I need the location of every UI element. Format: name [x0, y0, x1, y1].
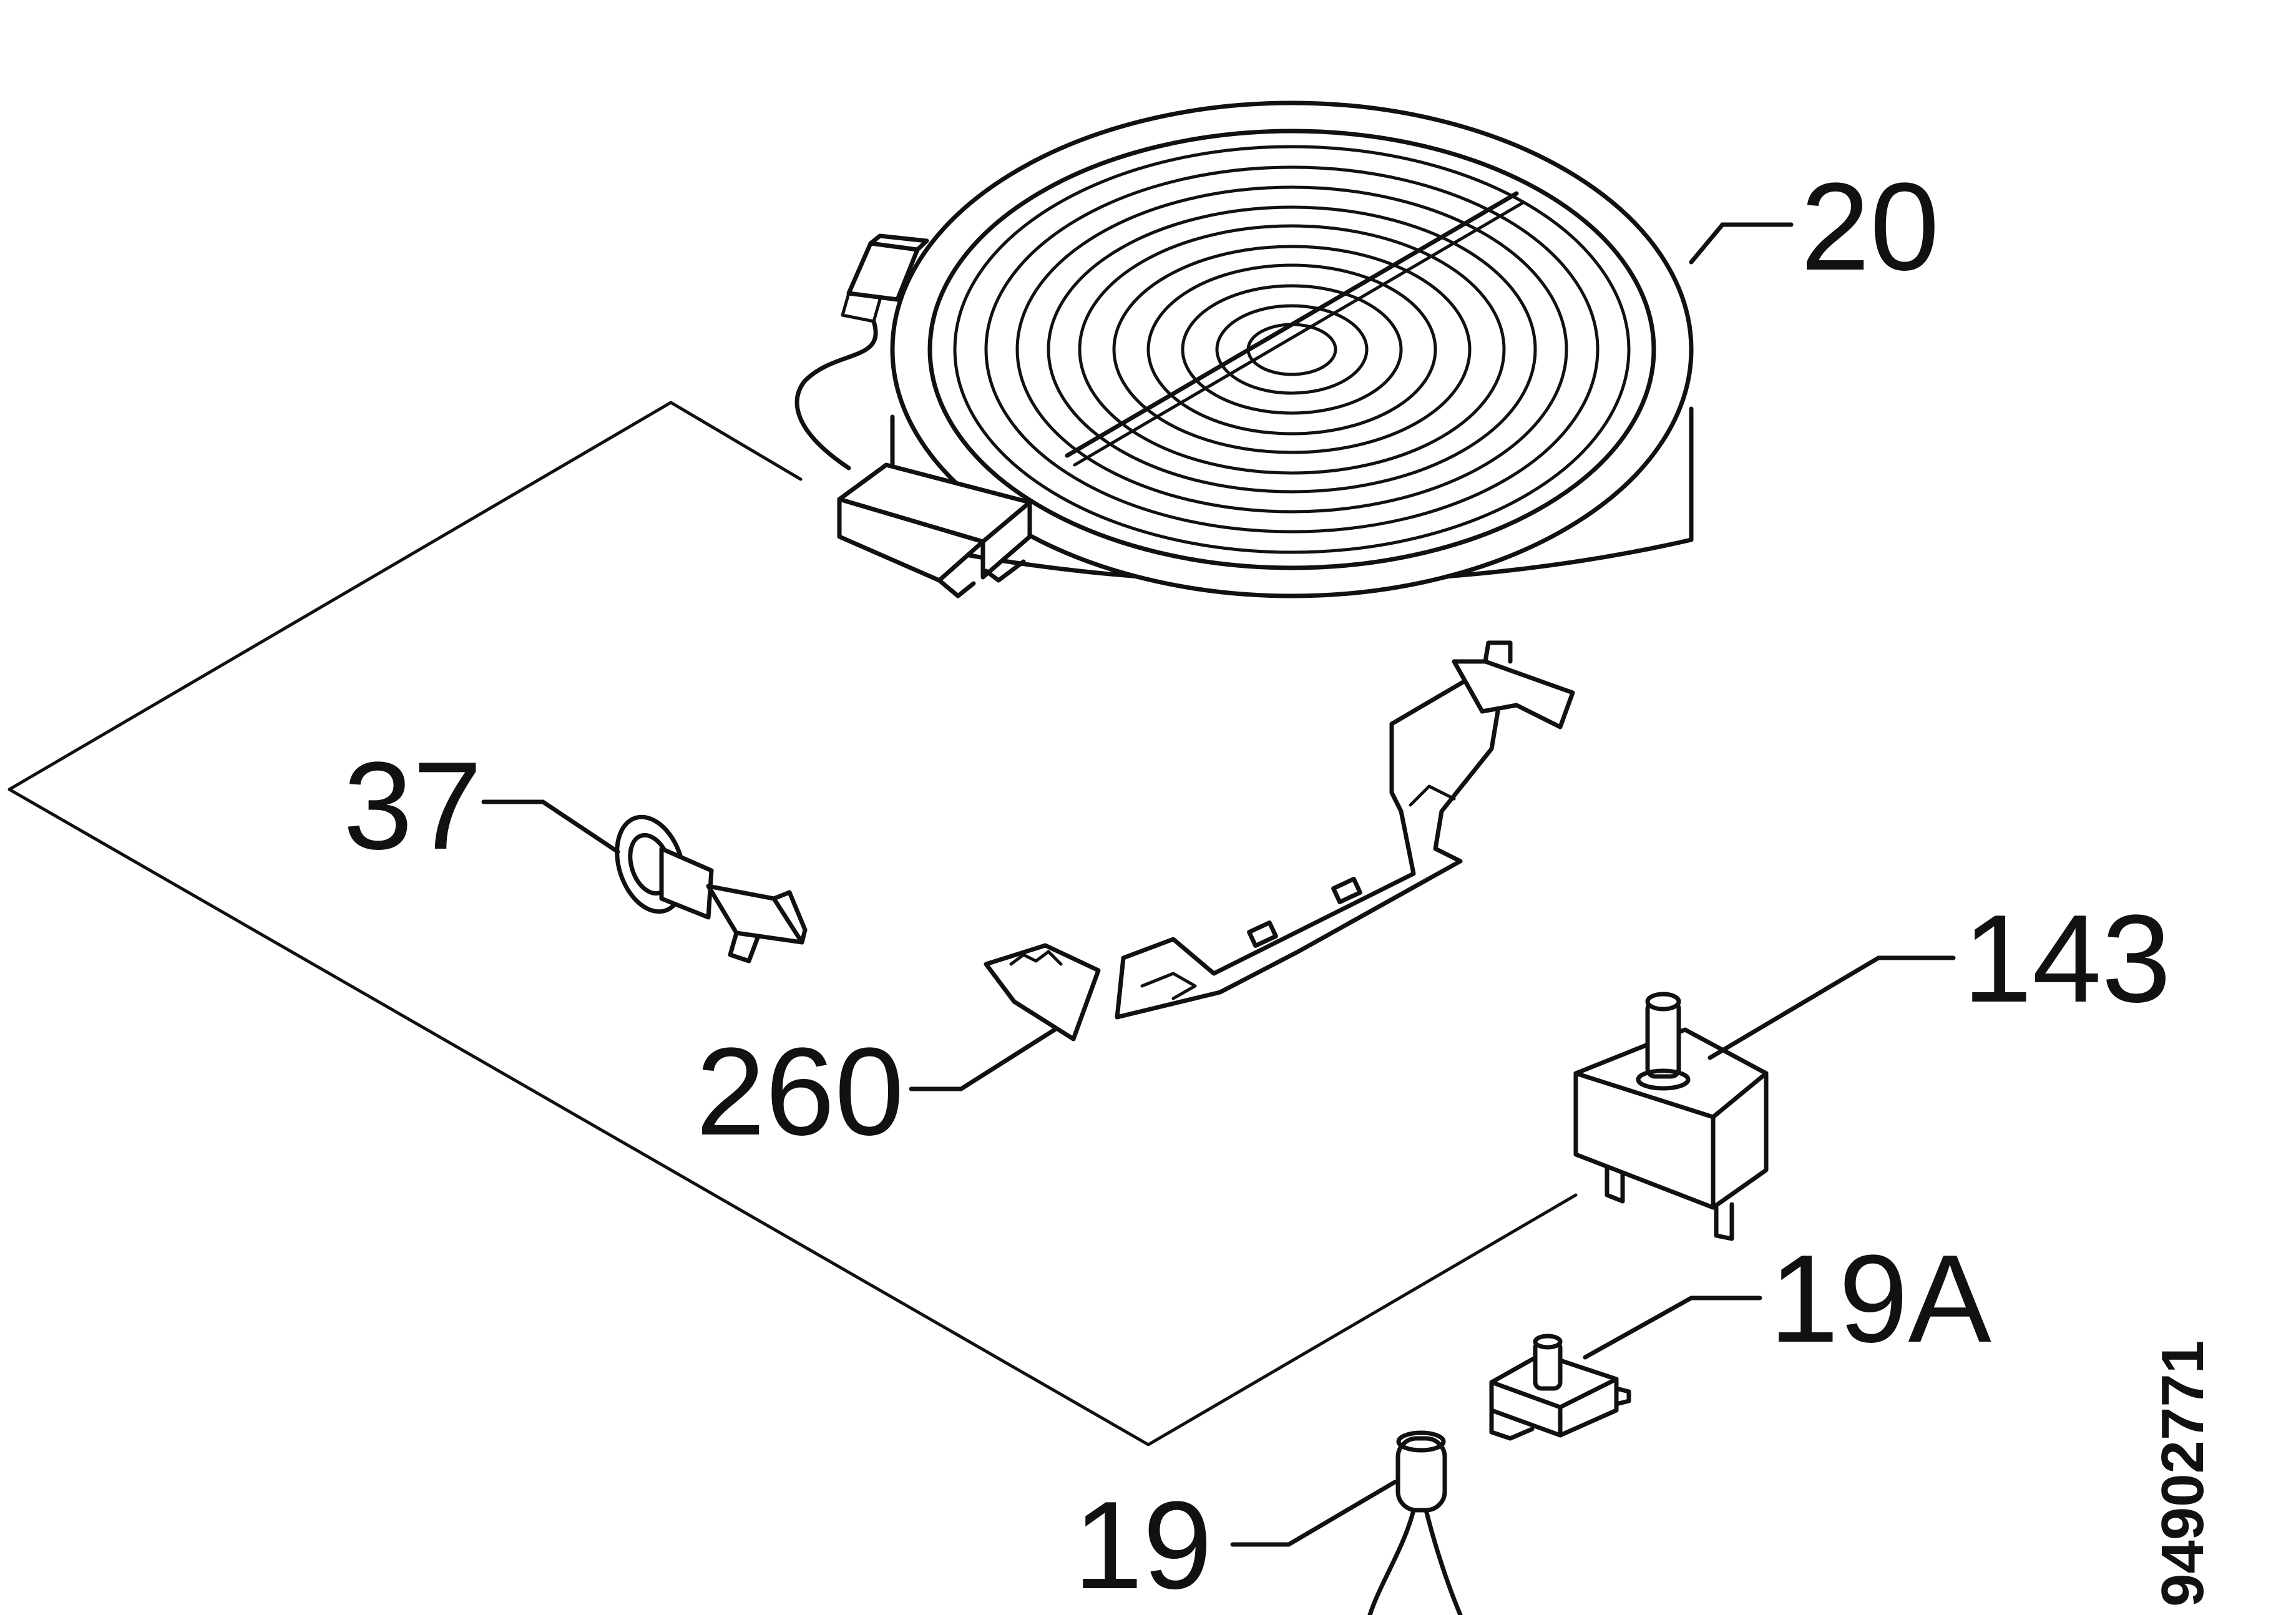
leader-143	[1707, 955, 1956, 1060]
limiter-rod	[1065, 191, 1525, 467]
mounting-plate-outline	[7, 401, 1578, 1447]
label-part-37: 37	[343, 736, 482, 876]
leader-37	[481, 799, 620, 854]
connector-block	[837, 462, 1032, 598]
label-part-20: 20	[1800, 157, 1939, 296]
part-143-switch	[1573, 992, 1769, 1241]
part-19A-pilot-switch	[1489, 1334, 1631, 1441]
document-number: 94902771	[2149, 1340, 2216, 1607]
leader-19A	[1583, 1295, 1762, 1360]
label-part-19A: 19A	[1769, 1229, 1991, 1369]
part-37-lamp-holder	[615, 814, 808, 964]
leader-lines	[481, 222, 1956, 1547]
part-20-radiant-heating-element	[794, 100, 1694, 598]
label-part-19: 19	[1073, 1476, 1212, 1615]
leader-20	[1689, 222, 1794, 265]
terminal-clip	[841, 233, 929, 323]
leader-19	[1230, 1480, 1397, 1547]
leader-260	[909, 1027, 1057, 1091]
label-part-143: 143	[1963, 889, 2171, 1028]
label-part-260: 260	[696, 1022, 904, 1161]
part-19-indicator-lamp	[1367, 1430, 1463, 1615]
part-260-mounting-bracket	[984, 640, 1575, 1042]
